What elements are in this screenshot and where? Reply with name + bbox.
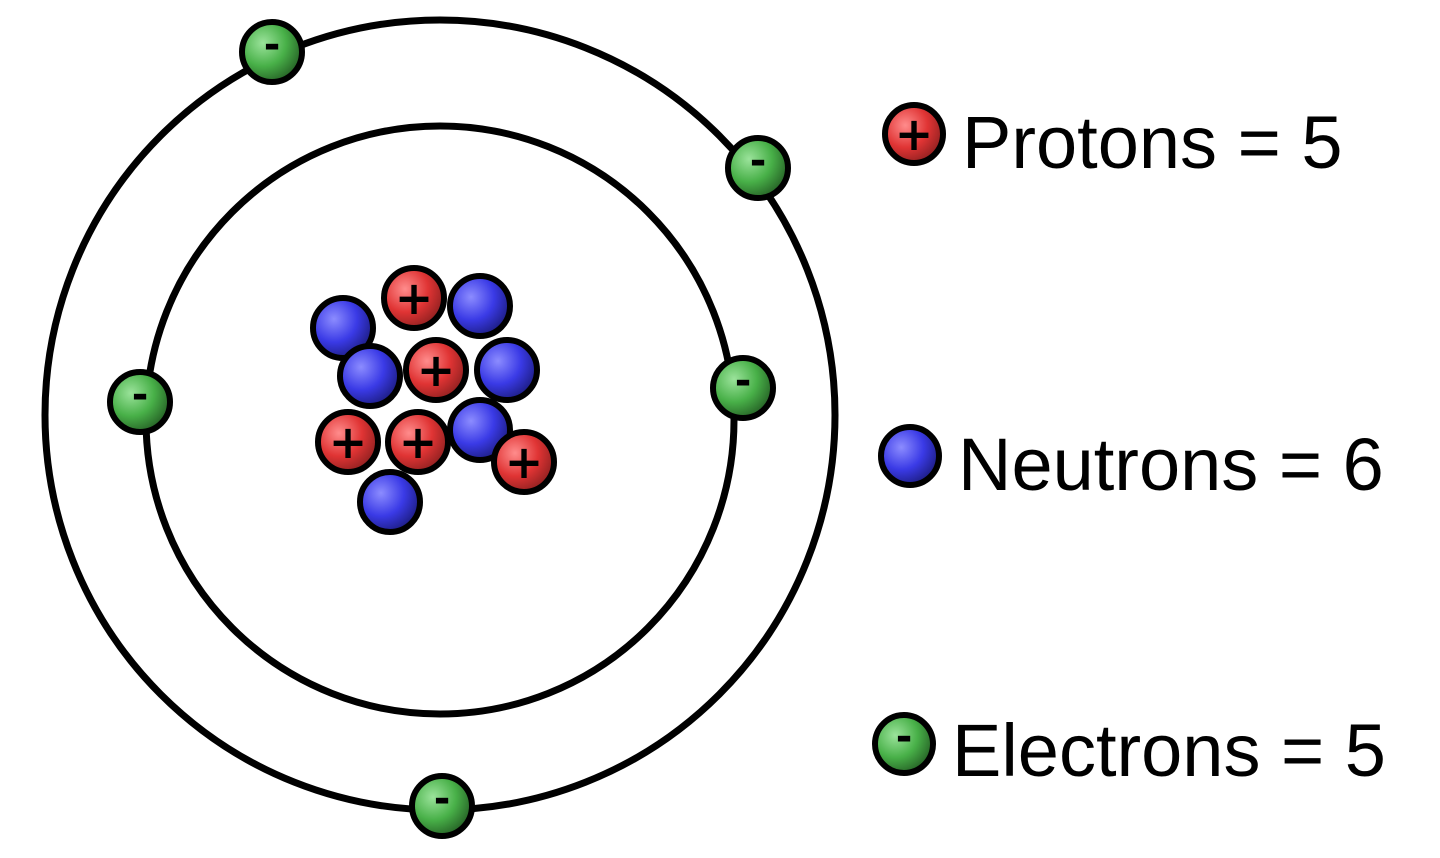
- legend-neutrons-label: Neutrons = 6: [958, 423, 1384, 506]
- electron-icon: -: [872, 712, 936, 776]
- proton: +: [491, 429, 557, 495]
- electron: -: [725, 135, 791, 201]
- proton-sign: +: [329, 415, 368, 469]
- nucleus: + + + + +: [310, 265, 557, 535]
- proton: +: [315, 409, 381, 475]
- electron-sign: -: [132, 372, 149, 418]
- svg-text:+: +: [895, 107, 934, 161]
- electron-sign: -: [434, 776, 451, 822]
- legend-neutrons: Neutrons = 6: [878, 423, 1384, 506]
- legend-protons-label: Protons = 5: [962, 101, 1343, 184]
- neutron: [447, 273, 513, 339]
- neutron-icon: [878, 424, 942, 488]
- legend-electrons: - Electrons = 5: [872, 709, 1386, 792]
- legend-electrons-label: Electrons = 5: [952, 709, 1386, 792]
- proton: +: [381, 265, 447, 331]
- neutron: [337, 343, 403, 409]
- electron-sign: -: [735, 358, 752, 404]
- electron-sign: -: [264, 22, 281, 68]
- electron-sign: -: [750, 138, 767, 184]
- proton-sign: +: [395, 271, 434, 325]
- neutron: [357, 469, 423, 535]
- proton-sign: +: [399, 415, 438, 469]
- neutron: [447, 397, 513, 463]
- electron: -: [409, 773, 475, 839]
- electron: -: [239, 19, 305, 85]
- neutron: [474, 337, 540, 403]
- electron: -: [107, 369, 173, 435]
- proton-sign: +: [417, 343, 456, 397]
- electron: -: [710, 355, 776, 421]
- svg-text:-: -: [896, 714, 913, 760]
- proton: +: [385, 409, 451, 475]
- proton-sign: +: [505, 435, 544, 489]
- legend-protons: + Protons = 5: [882, 101, 1343, 184]
- legend: + Protons = 5 Neutrons = 6 - Electrons =…: [872, 101, 1386, 792]
- proton-icon: +: [882, 102, 946, 166]
- proton: +: [403, 337, 469, 403]
